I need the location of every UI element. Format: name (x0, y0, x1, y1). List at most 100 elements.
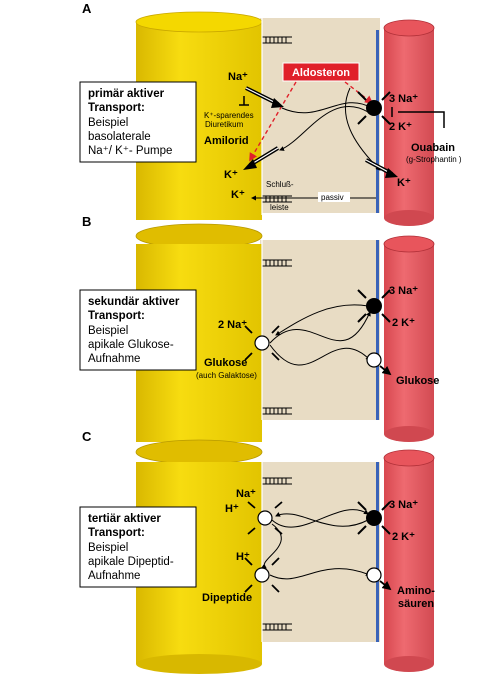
na-label-c: Na⁺ (236, 488, 256, 500)
info-box-a-title1: primär aktiver (88, 88, 165, 100)
info-box-b-line1: Beispiel (88, 325, 128, 337)
schluss-label2: leiste (270, 203, 289, 212)
flow-curve-b3 (275, 304, 369, 336)
tight-junction-a-top (262, 36, 292, 44)
vessel-body-a (384, 28, 434, 218)
na-label-a: Na⁺ (228, 71, 248, 83)
pump-k-label-a: 2 K⁺ (389, 121, 412, 133)
info-box-c-line3: Aufnahme (88, 570, 140, 582)
aldosteron-badge: Aldosteron (249, 62, 374, 162)
passive-label: passiv (321, 193, 344, 202)
pump-na-label-c: 3 Na⁺ (389, 499, 418, 511)
h-label-c1: H⁺ (225, 503, 239, 515)
tight-junction-c-top (262, 477, 292, 485)
info-box-c-title1: tertiär aktiver (88, 513, 161, 525)
flow-curve-a1 (281, 102, 373, 114)
panel-letter-c: C (82, 429, 92, 444)
ouabain-label: Ouabain (411, 142, 455, 154)
amilorid-inhibit-line (239, 96, 249, 106)
panel-a: A primär aktiver Transport: Beispiel bas… (79, 1, 462, 212)
vessel-bottom-c (384, 656, 434, 672)
tight-junctions (262, 36, 292, 631)
membrane-white-c (380, 462, 382, 642)
pump-k-label-c: 2 K⁺ (392, 531, 415, 543)
membrane-white-b (380, 240, 382, 420)
ouabain-inhibit-line (391, 107, 445, 128)
info-box-c-title2: Transport: (88, 527, 145, 539)
basolateral-membrane (376, 30, 382, 642)
flow-curve-a2 (279, 105, 369, 151)
vessel-bottom-b (384, 426, 434, 442)
tight-junction-b-top (262, 259, 292, 267)
info-box-c-line2: apikale Dipeptid- (88, 556, 174, 568)
info-box-a-line1: Beispiel (88, 117, 128, 129)
sglt-symporter (244, 325, 280, 361)
info-box-b-title1: sekundär aktiver (88, 296, 180, 308)
info-box-b-frame (79, 289, 197, 371)
vessel-top-a (383, 19, 435, 37)
cell-bottom-c (136, 654, 262, 674)
interstitium-b (260, 240, 380, 420)
membrane-blue-a (376, 30, 379, 213)
info-box-a-line3: Na⁺/ K⁺- Pumpe (88, 145, 172, 157)
strophantin-label: (g-Strophantin ) (406, 155, 462, 164)
pump-na-label-b: 3 Na⁺ (389, 285, 418, 297)
interstitial-areas (260, 18, 380, 642)
info-box-c-frame (79, 506, 197, 588)
flow-curve-b2 (269, 344, 371, 366)
dipeptide-label: Dipeptide (202, 592, 252, 604)
k-label-a2: K⁺ (231, 189, 245, 201)
na2-label-b: 2 Na⁺ (218, 319, 247, 331)
amino-label1: Amino- (397, 585, 435, 597)
na-channel-a (245, 86, 284, 108)
amino-label2: säuren (398, 598, 434, 610)
info-box-a-line2: basolaterale (88, 131, 151, 143)
vessel-top-c (383, 449, 435, 467)
glukose-label-b: Glukose (204, 357, 247, 369)
k-sparing-label1: K⁺-sparendes (204, 111, 254, 120)
flow-curve-c3 (269, 568, 371, 580)
na-k-pump-a (357, 91, 391, 125)
info-box-a: primär aktiver Transport: Beispiel basol… (79, 81, 197, 163)
schluss-label1: Schluß- (266, 180, 294, 189)
panel-letter-a: A (82, 1, 92, 16)
passive-label-bg (318, 192, 350, 202)
aldosteron-arrow-left (249, 81, 297, 162)
k-sparing-label2: Diuretikum (205, 120, 244, 129)
tight-junction-c-bottom (262, 623, 292, 631)
flow-curve-c4 (261, 523, 282, 569)
vessel-body-b (384, 244, 434, 434)
info-box-a-title2: Transport: (88, 102, 145, 114)
amilorid-label: Amilorid (204, 135, 249, 147)
tight-junction-a-bottom (262, 195, 292, 203)
interstitium-c (260, 462, 380, 642)
info-box-b-line2: apikale Glukose- (88, 339, 174, 351)
tight-junction-b-bottom (262, 407, 292, 415)
info-box-b-title2: Transport: (88, 310, 145, 322)
k-channel-basolateral-a (365, 158, 398, 178)
k-label-right-a: K⁺ (397, 177, 411, 189)
panel-letter-b: B (82, 214, 91, 229)
membrane-white-a (380, 30, 382, 213)
pump-na-label-a: 3 Na⁺ (389, 93, 418, 105)
galaktose-label: (auch Galaktose) (196, 371, 257, 380)
cell-joint-bc (135, 439, 263, 465)
na-h-exchanger (247, 501, 283, 535)
flow-curve-c1 (275, 512, 369, 527)
info-box-b-line3: Aufnahme (88, 353, 140, 365)
membrane-blue-c (376, 462, 379, 642)
info-box-a-frame (79, 81, 197, 163)
info-box-c: tertiär aktiver Transport: Beispiel apik… (79, 506, 197, 588)
glut-transporter (366, 352, 392, 376)
na-k-pump-b (357, 289, 391, 323)
vessel-bottom-a (384, 210, 434, 226)
membrane-blue-b (376, 240, 379, 420)
amino-acid-transporter (366, 567, 392, 591)
aldosteron-box (282, 62, 360, 82)
na-k-pump-c (357, 501, 391, 535)
vessel-top-b (383, 235, 435, 253)
glukose-label-right: Glukose (396, 375, 439, 387)
panel-c: C tertiär aktiver Transport: Beispiel ap… (79, 429, 435, 610)
vessel-body-c (384, 458, 434, 664)
